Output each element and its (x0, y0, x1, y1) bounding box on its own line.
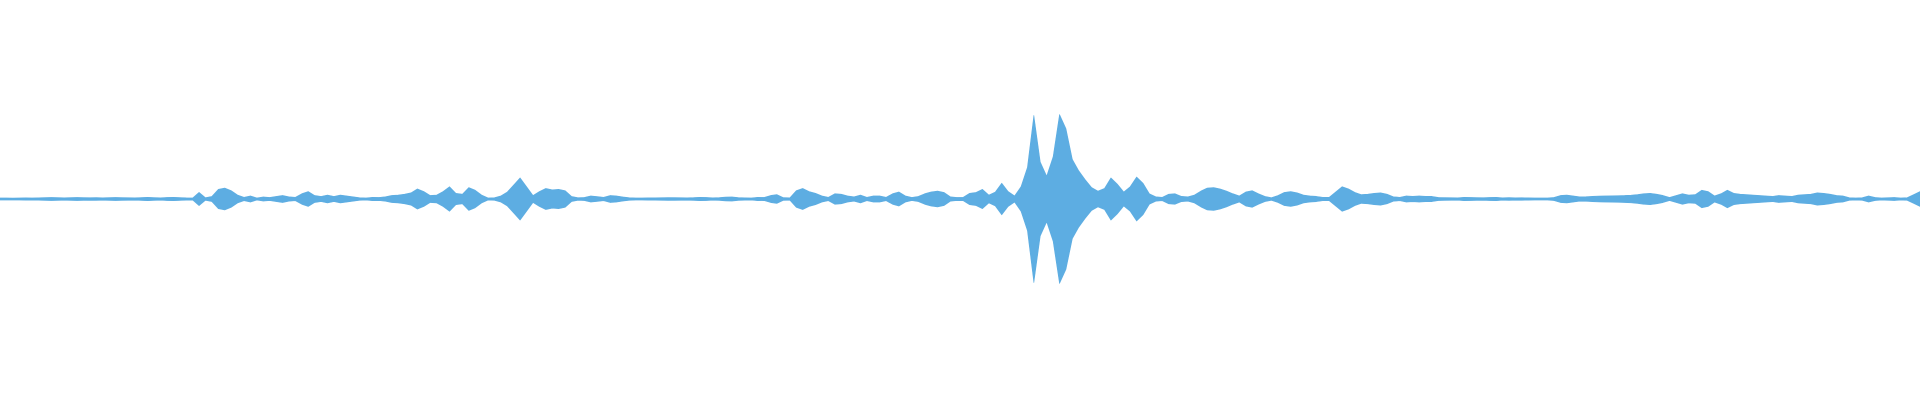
waveform-envelope (0, 114, 1920, 284)
